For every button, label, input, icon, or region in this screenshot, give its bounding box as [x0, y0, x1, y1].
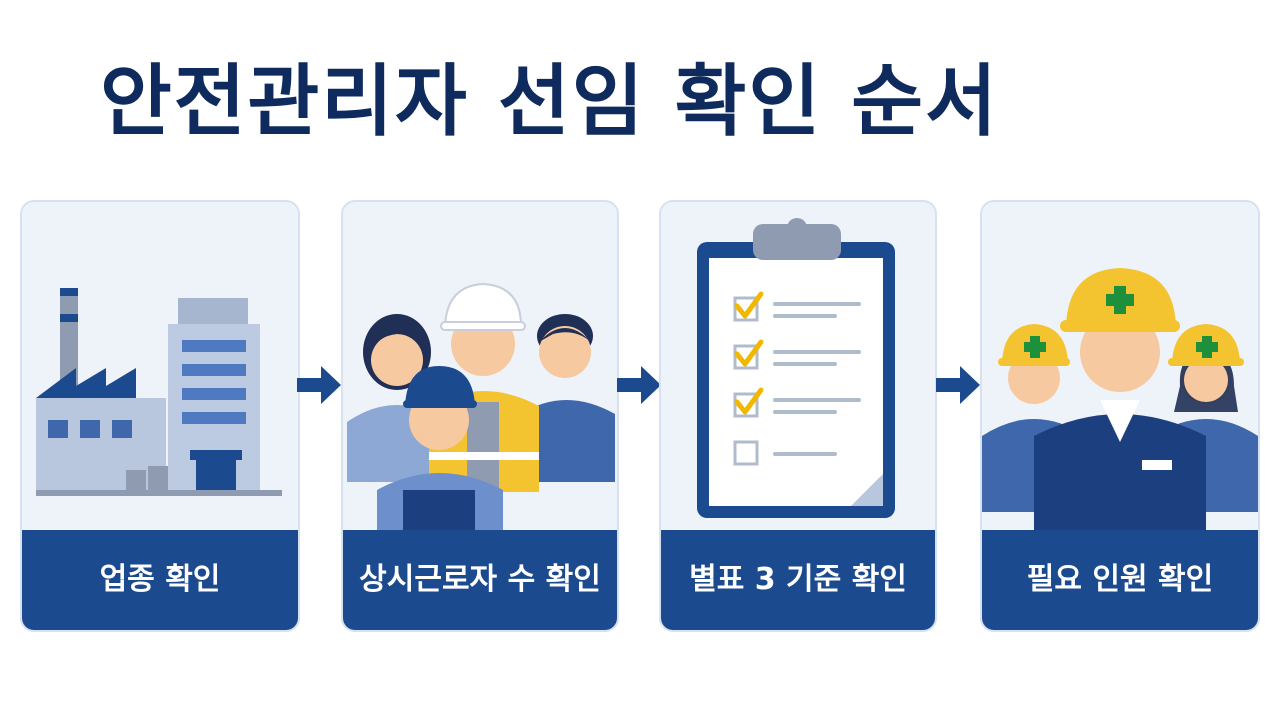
clipboard-checklist-icon	[697, 218, 895, 518]
step-label: 업종 확인	[22, 530, 298, 630]
arrow-right-icon	[617, 366, 661, 404]
step-card-workers: 상시근로자 수 확인	[341, 200, 619, 632]
safety-manager-icon	[982, 268, 1258, 532]
arrow-right-icon	[936, 366, 980, 404]
step-card-industry: 업종 확인	[20, 200, 300, 632]
arrow-right-icon	[297, 366, 341, 404]
factory-icon	[36, 288, 282, 496]
step-label: 별표 3 기준 확인	[661, 530, 935, 630]
step-label: 상시근로자 수 확인	[343, 530, 617, 630]
step-card-required-personnel: 필요 인원 확인	[980, 200, 1260, 632]
workers-icon	[347, 282, 615, 532]
page-title: 안전관리자 선임 확인 순서	[100, 57, 999, 147]
step-card-appendix-criteria: 별표 3 기준 확인	[659, 200, 937, 632]
step-label: 필요 인원 확인	[982, 530, 1258, 630]
